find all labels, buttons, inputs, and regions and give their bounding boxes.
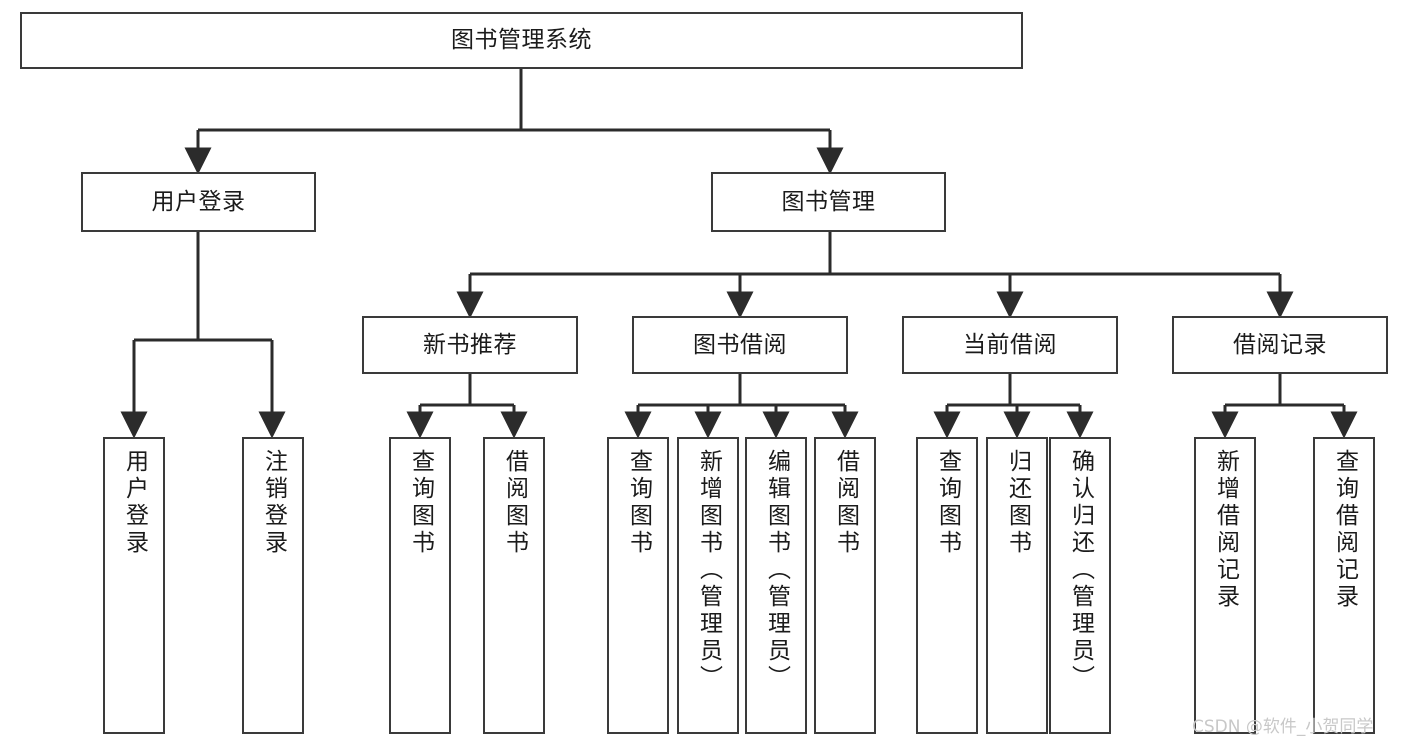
node-leaf-add-borrow-record-label: 新增借阅记录 bbox=[1212, 449, 1239, 611]
node-leaf-user-login-label: 用户登录 bbox=[121, 449, 148, 557]
node-root[interactable]: 图书管理系统 bbox=[20, 12, 1023, 69]
node-leaf-borrow-book[interactable]: 借阅图书 bbox=[814, 437, 876, 734]
node-leaf-borrow-book-rec-label: 借阅图书 bbox=[501, 449, 528, 557]
node-new-book-rec-label: 新书推荐 bbox=[423, 331, 517, 358]
node-leaf-add-book-admin[interactable]: 新增图书（管理员） bbox=[677, 437, 739, 734]
node-leaf-query-book-borrow-label: 查询图书 bbox=[625, 449, 652, 557]
node-leaf-query-borrow-record-label: 查询借阅记录 bbox=[1331, 449, 1358, 611]
node-leaf-user-login[interactable]: 用户登录 bbox=[103, 437, 165, 734]
node-leaf-query-book-rec-label: 查询图书 bbox=[407, 449, 434, 557]
node-current-borrow-label: 当前借阅 bbox=[963, 331, 1057, 358]
node-leaf-borrow-book-rec[interactable]: 借阅图书 bbox=[483, 437, 545, 734]
node-book-manage[interactable]: 图书管理 bbox=[711, 172, 946, 232]
node-leaf-return-book[interactable]: 归还图书 bbox=[986, 437, 1048, 734]
node-leaf-edit-book-admin[interactable]: 编辑图书（管理员） bbox=[745, 437, 807, 734]
node-leaf-query-borrow-record[interactable]: 查询借阅记录 bbox=[1313, 437, 1375, 734]
node-leaf-edit-book-admin-label: 编辑图书（管理员） bbox=[763, 449, 790, 692]
node-root-label: 图书管理系统 bbox=[451, 27, 592, 54]
node-book-manage-label: 图书管理 bbox=[781, 188, 876, 215]
node-leaf-query-book-current-label: 查询图书 bbox=[934, 449, 961, 557]
node-leaf-add-borrow-record[interactable]: 新增借阅记录 bbox=[1194, 437, 1256, 734]
node-leaf-user-logout[interactable]: 注销登录 bbox=[242, 437, 304, 734]
node-borrow-record[interactable]: 借阅记录 bbox=[1172, 316, 1388, 374]
node-leaf-user-logout-label: 注销登录 bbox=[260, 449, 287, 557]
node-current-borrow[interactable]: 当前借阅 bbox=[902, 316, 1118, 374]
node-new-book-rec[interactable]: 新书推荐 bbox=[362, 316, 578, 374]
node-book-borrow[interactable]: 图书借阅 bbox=[632, 316, 848, 374]
node-leaf-confirm-return-admin[interactable]: 确认归还（管理员） bbox=[1049, 437, 1111, 734]
node-book-borrow-label: 图书借阅 bbox=[693, 331, 787, 358]
node-leaf-borrow-book-label: 借阅图书 bbox=[832, 449, 859, 557]
node-leaf-confirm-return-admin-label: 确认归还（管理员） bbox=[1067, 449, 1094, 692]
node-leaf-query-book-rec[interactable]: 查询图书 bbox=[389, 437, 451, 734]
node-user-login-label: 用户登录 bbox=[151, 188, 246, 215]
watermark-text: CSDN @软件_小贺同学 bbox=[1192, 717, 1374, 737]
node-user-login[interactable]: 用户登录 bbox=[81, 172, 316, 232]
node-leaf-return-book-label: 归还图书 bbox=[1004, 449, 1031, 557]
node-leaf-add-book-admin-label: 新增图书（管理员） bbox=[695, 449, 722, 692]
node-borrow-record-label: 借阅记录 bbox=[1233, 331, 1327, 358]
node-leaf-query-book-borrow[interactable]: 查询图书 bbox=[607, 437, 669, 734]
node-leaf-query-book-current[interactable]: 查询图书 bbox=[916, 437, 978, 734]
